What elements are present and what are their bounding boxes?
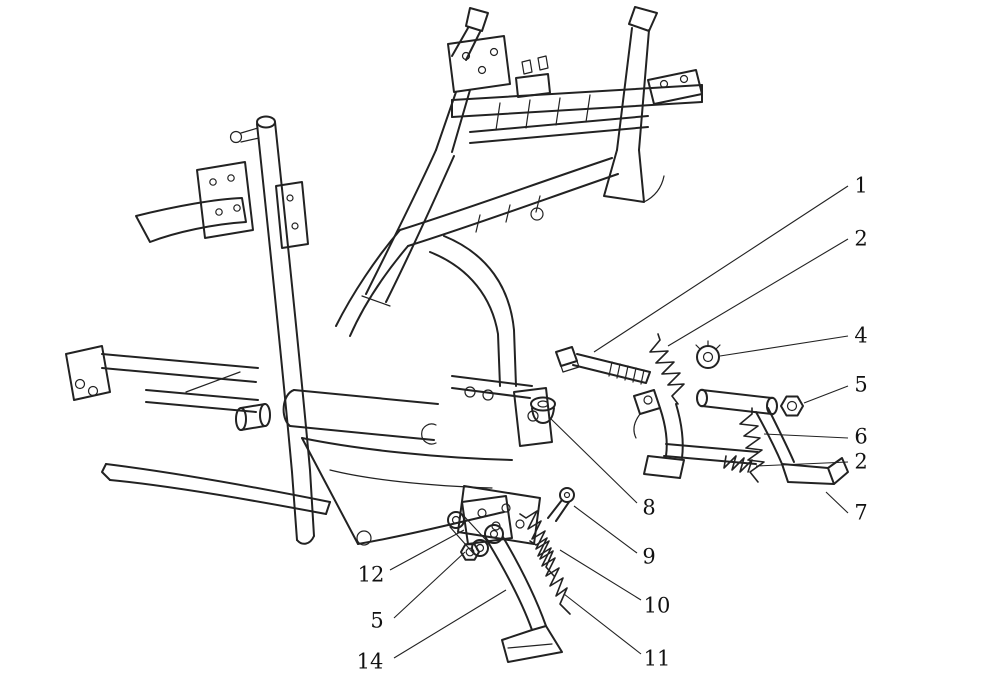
leader-line-5 — [803, 385, 849, 404]
center-stand-part — [633, 388, 849, 485]
callout-11: 11 — [643, 646, 671, 671]
frame-plug-part — [530, 396, 556, 424]
callout-9: 9 — [642, 544, 656, 569]
leader-line-2b — [755, 461, 849, 467]
leader-line-6 — [763, 433, 849, 439]
callout-2b: 2 — [854, 449, 868, 474]
callout-2: 2 — [854, 226, 868, 251]
leader-line-5b — [393, 551, 466, 619]
hex-nut-part — [780, 395, 804, 417]
leader-line-4 — [719, 335, 849, 357]
inner-spring-part — [529, 537, 571, 615]
washer-part — [695, 340, 721, 369]
callout-4: 4 — [854, 323, 868, 348]
leader-line-1 — [593, 185, 849, 353]
leader-line-11 — [563, 593, 642, 655]
outer-spring-part — [519, 510, 555, 577]
pivot-bolt-part — [555, 346, 651, 385]
frame-assembly — [65, 6, 703, 557]
callout-8: 8 — [642, 495, 656, 520]
leader-line-8 — [548, 416, 638, 504]
leader-line-7 — [825, 491, 849, 514]
callout-5b: 5 — [370, 608, 384, 633]
side-stand-leg-part — [484, 524, 563, 663]
callout-10: 10 — [643, 593, 671, 618]
callout-1: 1 — [854, 173, 868, 198]
callout-6: 6 — [854, 424, 868, 449]
leader-line-9 — [573, 505, 638, 554]
callout-12: 12 — [357, 562, 385, 587]
leader-line-14 — [393, 589, 507, 659]
stand-spring-part — [739, 407, 765, 483]
small-spring-part — [723, 455, 753, 473]
callout-14: 14 — [356, 649, 384, 674]
callout-7: 7 — [854, 500, 868, 525]
leader-line-10 — [559, 549, 642, 601]
leader-line-12 — [389, 529, 465, 571]
upper-spring-part — [649, 333, 685, 405]
leader-lines — [389, 185, 849, 659]
pivot-screw-part — [547, 487, 575, 522]
small-hex-nut-part — [460, 543, 480, 561]
callout-5: 5 — [854, 372, 868, 397]
leader-line-2 — [667, 238, 849, 347]
